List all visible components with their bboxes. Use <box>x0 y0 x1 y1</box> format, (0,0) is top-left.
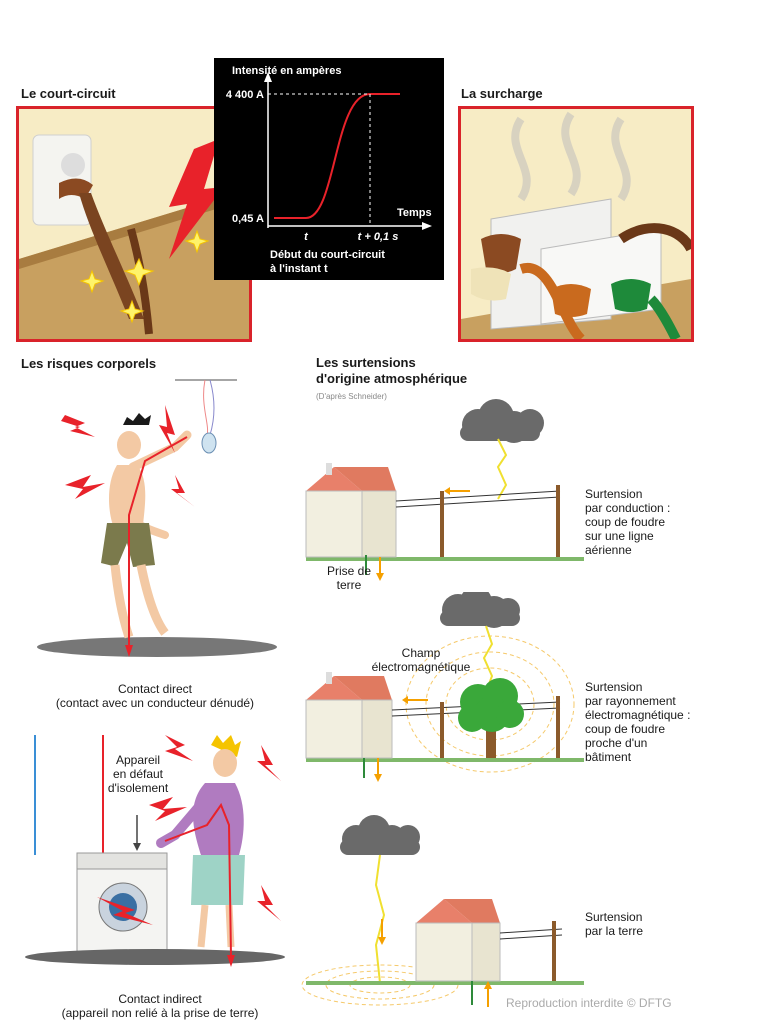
rayonnement-illustration <box>300 592 590 802</box>
y-tick-label: 4 400 A <box>226 89 264 101</box>
surtensions-title: Les surtensions d'origine atmosphérique <box>316 355 468 386</box>
prise-terre-label: Prise de terre <box>326 564 372 592</box>
direct-contact-caption: Contact direct (contact avec un conducte… <box>55 682 255 710</box>
x-axis-label: Temps <box>397 207 432 219</box>
rayonnement-label: Surtension par rayonnement électromagnét… <box>585 680 691 764</box>
chart-annotation-line1: Début du court-circuit <box>270 249 385 261</box>
surcharge-title: La surcharge <box>461 86 543 101</box>
x-axis-arrow <box>422 222 432 230</box>
court-circuit-title: Le court-circuit <box>21 86 116 101</box>
intensity-chart: Intensité en ampères Temps 4 400 A 0,45 A… <box>214 58 444 280</box>
y-tick-label: 0,45 A <box>232 213 264 225</box>
surcharge-illustration <box>458 106 694 342</box>
indirect-contact-caption: Contact indirect (appareil non relié à l… <box>61 992 259 1020</box>
x-tick-label: t <box>304 231 309 243</box>
series-line <box>274 93 400 219</box>
direct-contact-illustration <box>25 375 285 675</box>
court-circuit-illustration <box>16 106 252 342</box>
copyright: Reproduction interdite © DFTG <box>506 996 672 1010</box>
x-tick-label: t + 0,1 s <box>358 231 399 243</box>
risques-title: Les risques corporels <box>21 356 157 371</box>
source-note: (D'après Schneider) <box>316 392 387 401</box>
chart-title: Intensité en ampères <box>232 65 341 77</box>
appareil-label: Appareil en défaut d'isolement <box>107 753 169 795</box>
terre-illustration <box>300 815 590 1015</box>
champ-label: Champ électromagnétique <box>371 646 471 674</box>
conduction-illustration <box>300 395 590 595</box>
conduction-label: Surtension par conduction : coup de foud… <box>585 487 671 557</box>
terre-label: Surtension par la terre <box>585 910 644 938</box>
indirect-contact-illustration <box>25 725 295 990</box>
y-axis-arrow <box>264 72 272 82</box>
chart-annotation-line2: à l'instant t <box>270 263 328 275</box>
